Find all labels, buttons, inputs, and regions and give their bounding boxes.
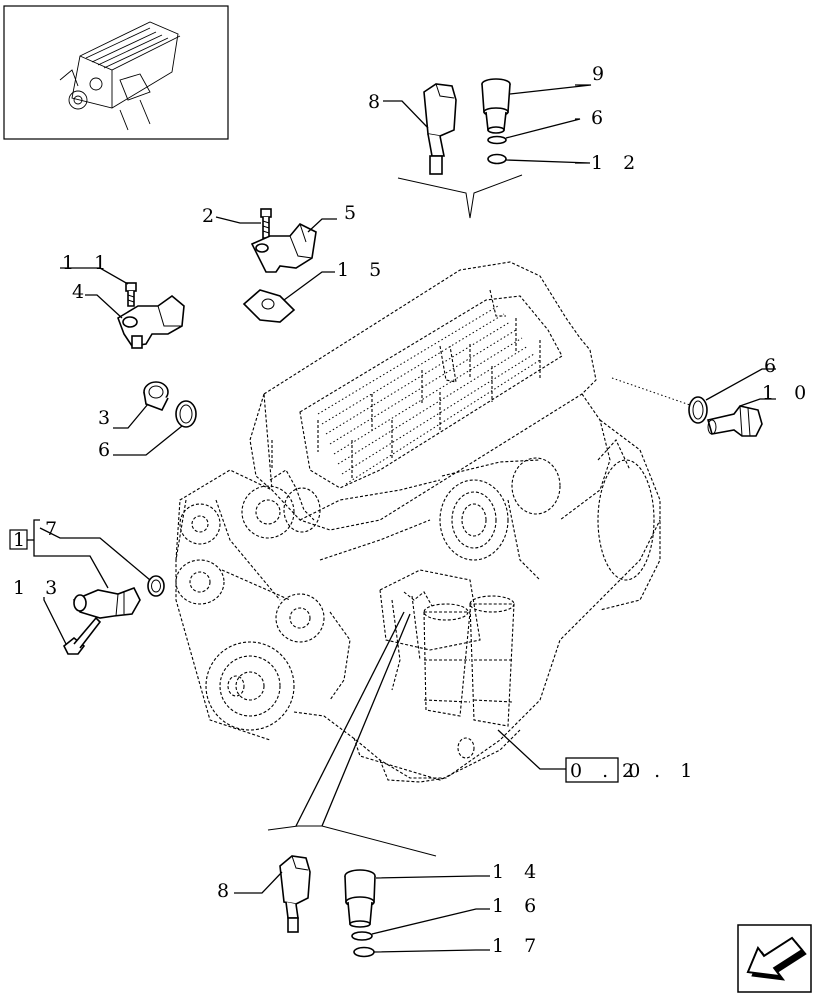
top-sensor-group	[383, 78, 592, 219]
pressure-sensor-group	[215, 208, 337, 323]
bolt-13[interactable]	[62, 616, 102, 655]
o-ring-6-right[interactable]	[688, 396, 708, 424]
callout-9: 9	[592, 63, 611, 85]
reference-code[interactable]: 0 . 0 2 . 1	[565, 757, 699, 783]
o-ring-6-top[interactable]	[487, 135, 507, 145]
plug-9[interactable]	[481, 78, 511, 134]
o-ring-17[interactable]	[353, 946, 375, 958]
callout-3: 3	[98, 407, 117, 429]
callout-11: 1 1	[62, 252, 113, 274]
engine-thumbnail-icon[interactable]	[3, 5, 229, 140]
o-ring-12[interactable]	[487, 153, 507, 165]
engine-block	[175, 261, 661, 783]
callout-17: 1 7	[492, 935, 543, 957]
o-ring-6-left[interactable]	[175, 400, 197, 428]
gasket-15[interactable]	[242, 289, 296, 323]
reference-box-left-label: 1	[13, 529, 32, 551]
callout-6-left: 6	[98, 439, 117, 461]
callout-13: 1 3	[13, 577, 64, 599]
plug-3-group	[113, 381, 197, 456]
callout-6-top: 6	[591, 107, 610, 129]
pressure-sensor-5[interactable]	[250, 223, 317, 273]
arrow-back-icon[interactable]	[737, 924, 812, 993]
callout-10: 1 0	[762, 382, 813, 404]
reference-code-boxed: 0 . 0	[570, 760, 647, 782]
plug-14[interactable]	[344, 869, 376, 928]
callout-8-top: 8	[368, 91, 387, 113]
callout-8-bottom: 8	[217, 880, 236, 902]
sensor-4-group	[60, 267, 185, 349]
temperature-sensor-bottom[interactable]	[279, 855, 311, 933]
reference-code-rest: 2 . 1	[622, 760, 699, 782]
bolt-11[interactable]	[125, 282, 137, 307]
sensor-7-group	[9, 519, 165, 655]
bottom-sensor-group	[234, 855, 490, 958]
callout-7: 7	[45, 518, 64, 540]
speed-sensor-7[interactable]	[72, 586, 141, 619]
sensor-10-group	[611, 368, 776, 437]
plug-3[interactable]	[143, 381, 169, 412]
callout-16: 1 6	[492, 895, 543, 917]
callout-12: 1 2	[591, 152, 642, 174]
callout-4: 4	[72, 281, 91, 303]
callout-2: 2	[202, 205, 221, 227]
bolt-2[interactable]	[260, 208, 272, 239]
callout-15: 1 5	[337, 259, 388, 281]
o-ring-16[interactable]	[351, 931, 373, 941]
callout-5: 5	[344, 202, 363, 224]
callout-14: 1 4	[492, 861, 543, 883]
temperature-sensor-10[interactable]	[706, 405, 763, 437]
o-ring-7[interactable]	[147, 575, 165, 597]
temperature-sensor-top[interactable]	[423, 83, 457, 175]
callout-6-right: 6	[764, 355, 783, 377]
pressure-sensor-4[interactable]	[117, 294, 185, 349]
